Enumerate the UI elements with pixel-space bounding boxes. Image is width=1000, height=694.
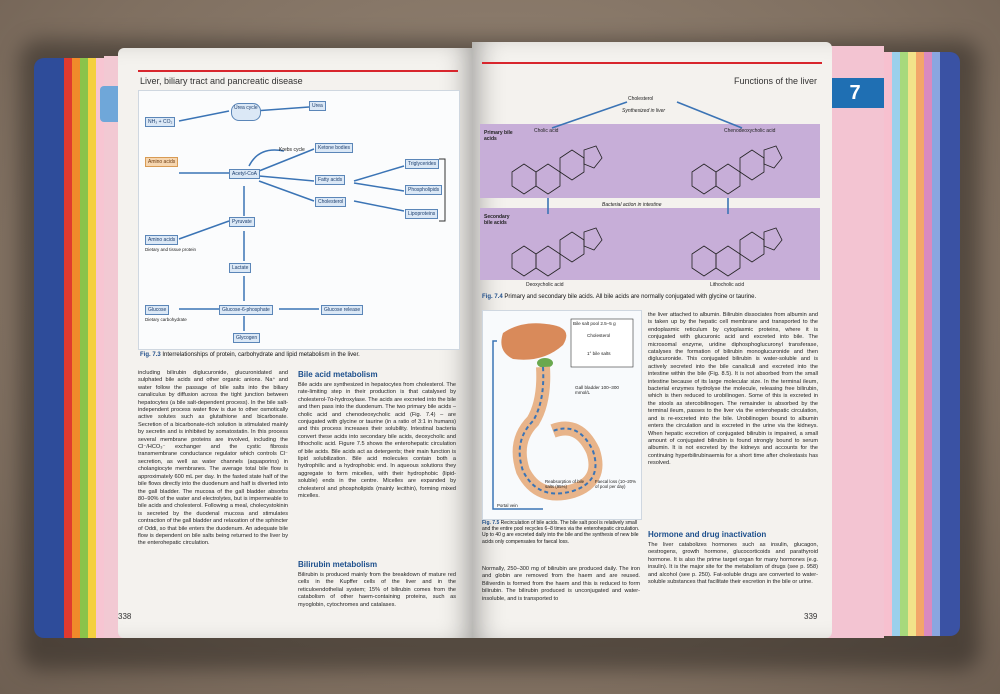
left-page: Liver, biliary tract and pancreatic dise… [118,48,473,638]
bile-acid-structures [511,101,783,277]
node-urea-cycle: Urea cycle [231,103,261,121]
node-fatty-acids: Fatty acids [315,175,346,185]
label-dietary-carbohydrate: Dietary carbohydrate [145,317,187,322]
label-reabsorption: Reabsorption of bile salts (95%) [545,479,585,489]
heading-bilirubin-metabolism: Bilirubin metabolism [298,560,378,569]
heading-hormone-drug: Hormone and drug inactivation [648,530,767,539]
fig-7-4-caption-text: Primary and secondary bile acids. All bi… [504,294,757,300]
label-primary-bile-acids: Primary bile acids [484,130,513,142]
chapter-number-tab: 7 [826,78,884,108]
node-amino-acids-bottom: Amino acids [145,235,179,245]
fig-7-4-caption-label: Fig. 7.4 [482,294,503,300]
label-portal-vein: Portal vein [497,503,518,508]
label-krebs-cycle: Krebs cycle [279,147,305,153]
page-number-left: 338 [118,612,132,621]
label-chenodeoxycholic-acid: Chenodeoxycholic acid [724,128,776,134]
label-cholesterol-top: Cholesterol [628,96,654,102]
fig-7-5-caption: Fig. 7.5 Recirculation of bile acids. Th… [482,520,640,545]
label-bacterial-action: Bacterial action in intestine [602,202,662,208]
fig-7-3-caption-text: Interrelationships of protein, carbohydr… [162,352,360,358]
node-glycogen: Glycogen [233,333,261,343]
hormone-text: The liver catabolizes hormones such as i… [648,542,818,586]
page-number-right: 339 [804,612,818,621]
node-glucose: Glucose [145,305,170,315]
left-column-text: including bilirubin diglucuronide, glucu… [138,370,288,547]
node-amino-acids-top: Amino acids [145,157,179,167]
node-pyruvate: Pyruvate [229,217,255,227]
fig-7-5-caption-label: Fig. 7.5 [482,520,500,526]
label-gall-bladder: Gall bladder 100–300 mmol/L [575,385,619,395]
running-head-left: Liver, biliary tract and pancreatic dise… [140,76,303,86]
node-urea: Urea [309,101,326,111]
node-triglycerides: Triglycerides [405,159,440,169]
running-head-right: Functions of the liver [734,76,818,86]
fig-7-5-caption-text: Recirculation of bile acids. The bile sa… [482,520,640,545]
node-glucose-release: Glucose release [321,305,364,315]
metabolism-arrows [178,106,446,331]
figure-7-3: NH₃ + CO₂ Urea cycle Urea Krebs cycle Ke… [138,90,460,350]
node-lipoproteins: Lipoproteins [405,209,439,219]
label-bile-salt-pool: Bile salt pool 2.5–5 g [573,321,616,326]
label-lithocholic-acid: Lithocholic acid [710,282,745,288]
fig-7-3-caption-label: Fig. 7.3 [140,352,161,358]
node-phospholipids: Phospholipids [405,185,443,195]
top-red-rule [138,70,458,72]
node-ketone-bodies: Ketone bodies [315,143,353,153]
label-synthesized-in-liver: Synthesized in liver [622,108,666,114]
primary-bile-acids-band [480,124,820,198]
bilirubin-text: Bilirubin is produced mainly from the br… [298,572,456,608]
bile-acid-text: Bile acids are synthesized in hepatocyte… [298,382,456,500]
label-faecal-loss: Faecal loss (10–20% of pool per day) [595,479,637,489]
node-acetyl-coa: Acetyl-CoA [229,169,261,179]
right-page-edges [880,52,960,636]
label-primary-bile-salts: 1° bile salts [587,351,611,356]
bilirubin-continued-text: the liver attached to albumin. Bilirubin… [648,312,818,467]
right-left-column-text: Normally, 250–300 mg of bilirubin are pr… [482,566,640,602]
figure-7-5: Bile salt pool 2.5–5 g Cholesterol 1° bi… [482,310,642,520]
top-red-rule-right [482,62,822,64]
right-page: Functions of the liver Cholesterol Synth… [472,42,832,638]
heading-bile-acid-metabolism: Bile acid metabolism [298,370,378,379]
fig-7-3-caption: Fig. 7.3 Interrelationships of protein, … [140,352,460,358]
label-dietary-protein: Dietary and tissue protein [145,247,197,252]
label-secondary-bile-acids: Secondary bile acids [484,214,510,226]
node-lactate: Lactate [229,263,252,273]
label-cholic-acid: Cholic acid [534,128,559,134]
label-deoxycholic-acid: Deoxycholic acid [526,282,564,288]
fig-7-4-caption: Fig. 7.4 Primary and secondary bile acid… [482,294,822,300]
right-page-margin-band [826,46,884,638]
label-fig75-cholesterol: Cholesterol [587,333,611,338]
node-cholesterol: Cholesterol [315,197,347,207]
node-nh3-co2: NH₃ + CO₂ [145,117,176,127]
enterohepatic-illustration [492,318,634,510]
node-glucose-6-phosphate: Glucose-6-phosphate [219,305,273,315]
